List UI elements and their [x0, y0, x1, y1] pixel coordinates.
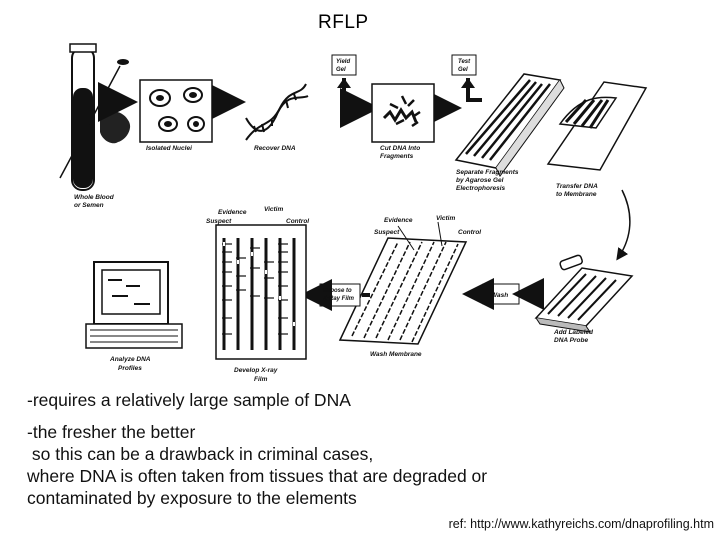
label-test-gel: Test	[458, 59, 471, 65]
label-add-probe-2: DNA Probe	[554, 337, 588, 344]
film-label-evidence: Evidence	[218, 209, 247, 216]
label-test-gel-2: Gel	[458, 67, 468, 73]
text-line: -the fresher the better	[27, 422, 196, 442]
dna-helix-icon	[245, 83, 309, 141]
label-analyze-2: Profiles	[118, 365, 142, 372]
yield-gel-box	[331, 54, 357, 76]
arrow-icon	[337, 78, 351, 88]
arrow-icon	[461, 78, 475, 88]
film-label-victim: Victim	[264, 206, 283, 213]
membrane-label-control: Control	[458, 229, 481, 236]
label-transfer-2: to Membrane	[556, 191, 597, 198]
arrow-icon	[616, 189, 631, 261]
text-line: -requires a relatively large sample of D…	[27, 390, 351, 410]
dna-fragments-icon	[371, 83, 435, 143]
label-develop: Develop X-ray	[234, 367, 278, 374]
text-line: so this can be a drawback in criminal ca…	[27, 444, 374, 464]
label-separate-3: Electrophoresis	[456, 185, 506, 192]
label-expose: Expose to	[323, 288, 352, 294]
membrane-label-evidence: Evidence	[384, 217, 413, 224]
label-whole-blood: Whole Blood	[74, 194, 115, 201]
label-yield-gel: Yield	[336, 59, 350, 65]
label-separate-2: by Agarose Gel	[456, 177, 504, 184]
label-isolated-nuclei: Isolated Nuclei	[146, 145, 192, 152]
reference-link[interactable]: ref: http://www.kathyreichs.com/dnaprofi…	[448, 517, 714, 531]
explanation-text: -the fresher the better so this can be a…	[27, 421, 487, 509]
isolated-nuclei-icon	[139, 79, 213, 143]
xray-film-icon	[215, 224, 307, 360]
label-expose-2: X-Ray Film	[322, 296, 355, 302]
label-analyze: Analyze DNA	[109, 356, 151, 363]
text-line: where DNA is often taken from tissues th…	[27, 466, 488, 486]
label-add-probe: Add Labeled	[553, 329, 594, 336]
label-develop-2: Film	[254, 376, 268, 383]
film-label-control: Control	[286, 218, 309, 225]
membrane-bands-icon	[338, 221, 468, 345]
film-label-suspect: Suspect	[206, 218, 232, 225]
label-recover-dna: Recover DNA	[254, 145, 296, 152]
membrane-transfer-icon	[546, 81, 648, 171]
agarose-gel-icon	[454, 73, 565, 177]
label-cut-dna-2: Fragments	[380, 153, 414, 160]
test-gel-box	[451, 54, 477, 76]
label-whole-blood-2: or Semen	[74, 202, 104, 209]
requirement-text: -requires a relatively large sample of D…	[27, 389, 351, 411]
membrane-label-suspect: Suspect	[374, 229, 400, 236]
label-cut-dna: Cut DNA Into	[380, 145, 420, 152]
label-transfer: Transfer DNA	[556, 183, 598, 190]
computer-icon	[85, 261, 183, 349]
probe-tray-icon	[534, 254, 634, 333]
label-separate: Separate Fragments	[456, 169, 519, 176]
label-yield-gel-2: Gel	[336, 67, 346, 73]
rflp-process-diagram: Whole Blood or Semen Isolated Nuclei Rec…	[59, 43, 648, 383]
blood-tube-icon	[59, 43, 131, 191]
text-line: contaminated by exposure to the elements	[27, 488, 357, 508]
page-title: RFLP	[318, 12, 369, 33]
label-wash: Wash	[491, 292, 508, 299]
label-wash-membrane: Wash Membrane	[370, 351, 422, 358]
membrane-label-victim: Victim	[436, 215, 455, 222]
